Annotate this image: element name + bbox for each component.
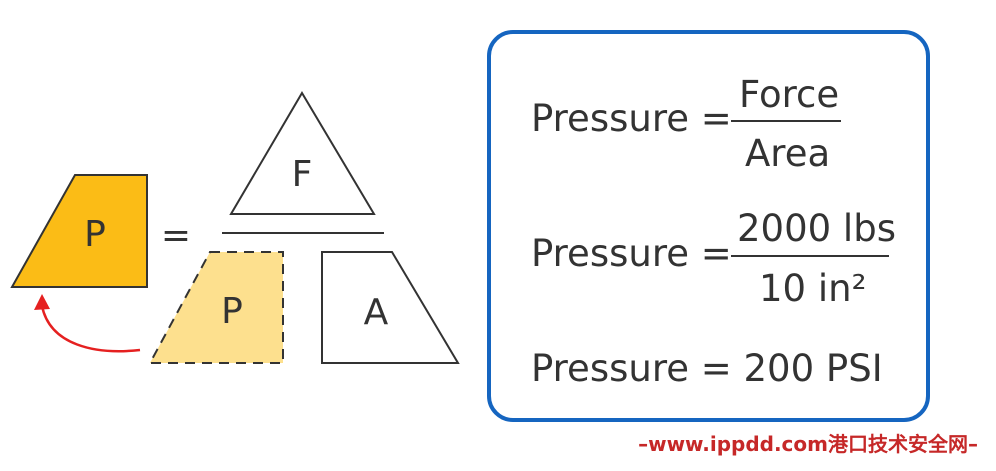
shaded-p-label: P xyxy=(84,214,106,255)
force-triangle xyxy=(229,91,376,215)
watermark-text: –www.ippdd.com港口技术安全网– xyxy=(638,432,978,456)
formula-line3-result: Pressure = 200 PSI xyxy=(531,347,883,390)
shaded-p-shape xyxy=(10,174,148,288)
force-triangle-label: F xyxy=(292,154,313,195)
formula-line2-numerator: 2000 lbs xyxy=(737,207,896,250)
area-trapezoid-label: A xyxy=(364,292,389,333)
arrow-head-icon xyxy=(34,294,50,310)
formula-line1-fraction-bar xyxy=(731,120,841,122)
equals-sign: = xyxy=(161,215,191,256)
formula-line2-fraction-bar xyxy=(731,255,889,257)
curved-arrow xyxy=(40,305,141,353)
formula-line1-denominator: Area xyxy=(745,132,831,175)
formula-line2-denominator: 10 in² xyxy=(759,267,867,310)
area-trapezoid xyxy=(321,251,460,364)
pressure-triangle-diagram: P = F P A xyxy=(10,91,460,364)
formula-line1-lhs: Pressure = xyxy=(531,97,732,140)
formula-line1-numerator: Force xyxy=(739,73,840,116)
dashed-p-label: P xyxy=(221,291,243,332)
formula-line2-lhs: Pressure = xyxy=(531,232,732,275)
formula-box: Pressure = Force Area Pressure = 2000 lb… xyxy=(487,30,930,422)
dashed-p-shape xyxy=(148,251,284,364)
